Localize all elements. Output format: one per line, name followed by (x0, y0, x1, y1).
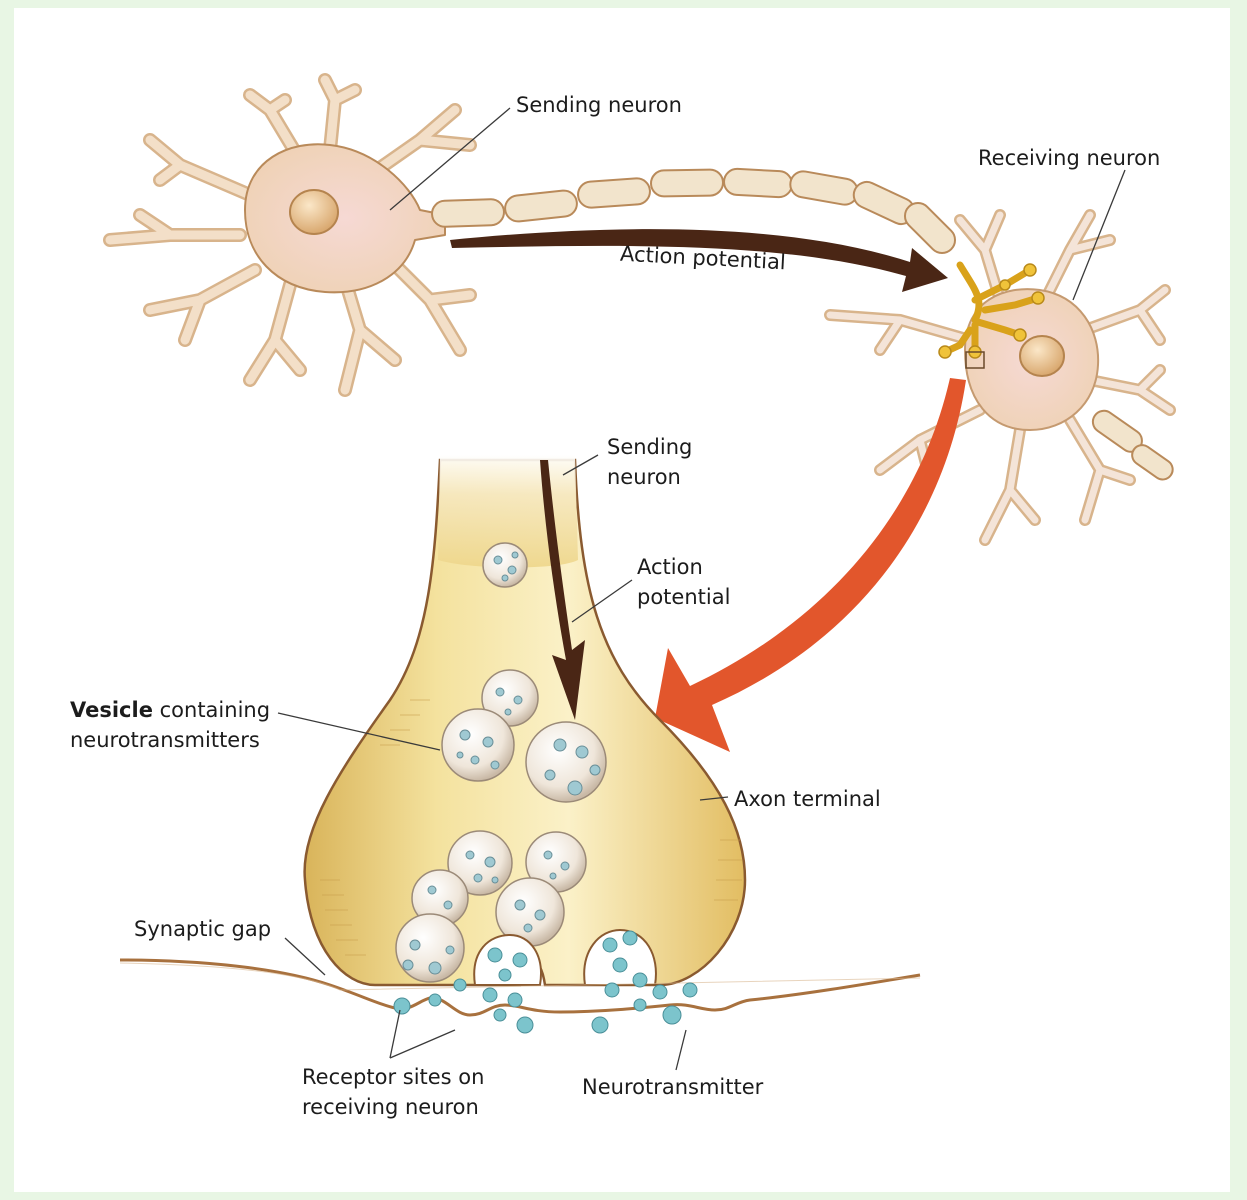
label-receiving-neuron: Receiving neuron (978, 146, 1161, 170)
label-receptor-line2: receiving neuron (302, 1095, 479, 1119)
label-sending-neuron-line2: neuron (607, 465, 681, 489)
label-vesicle-line2: neurotransmitters (70, 728, 260, 752)
release-pockets (473, 928, 657, 986)
action-potential-arrow-inner (540, 460, 585, 720)
neurotransmitter-molecules (393, 930, 698, 1034)
vesicle-contents (402, 551, 601, 975)
label-synaptic-gap: Synaptic gap (134, 917, 272, 941)
receiving-neuron-cell (824, 209, 1176, 546)
zoom-arrow (655, 378, 966, 752)
label-action-potential-line1: Action (637, 555, 703, 579)
label-sending-neuron-top: Sending neuron (516, 93, 682, 117)
sending-neuron-cell (103, 73, 477, 397)
label-receptor-line1: Receptor sites on (302, 1065, 485, 1089)
label-sending-neuron-line1: Sending (607, 435, 693, 459)
receiving-nucleus (1019, 335, 1065, 377)
sending-nucleus (289, 189, 339, 235)
action-potential-arrow-top (450, 229, 948, 292)
axon-myelin-sheath (431, 167, 957, 255)
label-vesicle-bold: Vesicle (70, 698, 153, 722)
label-axon-terminal: Axon terminal (734, 787, 881, 811)
label-neurotransmitter: Neurotransmitter (582, 1075, 764, 1099)
zoom-region-box (965, 351, 985, 369)
label-vesicle-rest: containing (152, 698, 271, 722)
terminal-knobs (938, 263, 1045, 359)
leader-lines (277, 107, 1126, 1071)
label-vesicle-line1: Vesicle containing (70, 695, 270, 725)
label-action-potential-line2: potential (637, 585, 731, 609)
